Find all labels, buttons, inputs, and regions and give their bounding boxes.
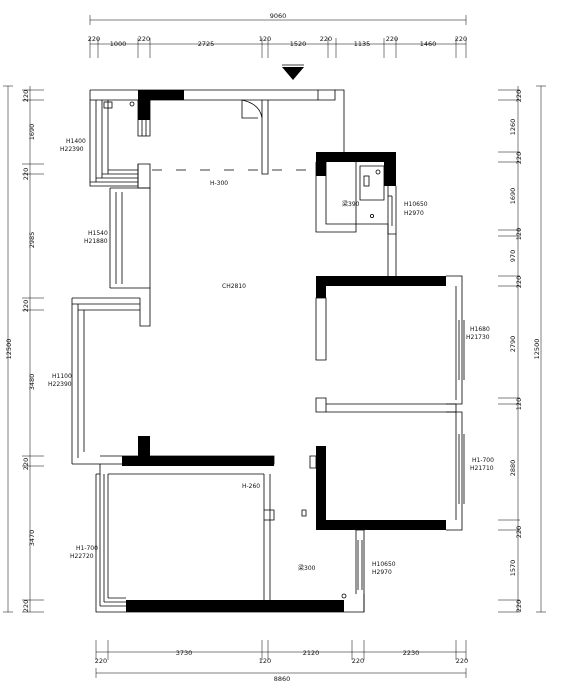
left-dim-9: 220 — [22, 600, 30, 612]
bottom-total-dimension: 8860 — [274, 675, 291, 683]
top-total-dimension: 9060 — [270, 12, 287, 20]
top-dim-9: 220 — [386, 35, 398, 43]
bottom-dim-1: 220 — [95, 657, 107, 665]
label-beam-upper: H-300 — [210, 180, 228, 187]
left-dim-8: 3470 — [28, 530, 36, 547]
left-dim-2: 1690 — [28, 124, 36, 141]
left-dim-7: 220 — [22, 458, 30, 470]
bedroom-lower-right — [301, 411, 465, 531]
label-window-mid-left-1: H1540 — [88, 230, 108, 237]
label-bath2-window-2: H2970 — [372, 569, 392, 576]
bathroom-upper — [315, 160, 397, 276]
label-bath2-window-1: H10650 — [372, 561, 396, 568]
left-dim-1: 220 — [22, 90, 30, 102]
structural-columns — [122, 90, 446, 612]
label-window-top-left-1: H1400 — [66, 138, 86, 145]
top-dim-8: 1135 — [354, 40, 371, 48]
right-dim-12: 1570 — [509, 560, 517, 577]
right-dim-1: 220 — [515, 90, 523, 102]
label-kitchen-beam: 梁390 — [342, 200, 360, 208]
bottom-dim-5: 220 — [352, 657, 364, 665]
annotations: H1400 H22390 H1540 H21880 H1100 H22390 H… — [48, 138, 494, 576]
label-bed2-window-1: H1-700 — [472, 457, 494, 464]
bathroom-lower — [341, 529, 365, 612]
left-dimension-chain: 12500 220 1690 220 2985 220 3480 220 347… — [3, 85, 44, 613]
right-dim-3: 220 — [515, 152, 523, 164]
left-total-dimension: 12500 — [5, 339, 13, 360]
right-dim-7: 220 — [515, 276, 523, 288]
left-dim-4: 2985 — [28, 232, 36, 249]
right-dim-11: 220 — [515, 526, 523, 538]
right-dim-6: 970 — [509, 250, 517, 262]
bedroom-upper-right — [315, 275, 465, 413]
bottom-dim-2: 3730 — [176, 649, 193, 657]
entry-arrow-icon — [282, 67, 304, 80]
label-beam-lower: H-260 — [242, 483, 260, 490]
top-dim-6: 1520 — [290, 40, 307, 48]
top-dim-7: 220 — [320, 35, 332, 43]
right-total-dimension: 12500 — [533, 339, 541, 360]
right-dim-4: 1690 — [509, 188, 517, 205]
label-window-top-left-2: H22390 — [60, 146, 84, 153]
label-bath-window-2: H2970 — [404, 210, 424, 217]
top-dim-10: 1460 — [420, 40, 437, 48]
right-dim-13: 220 — [515, 600, 523, 612]
top-dimension-chain: 9060 220 1000 220 2725 120 1520 220 1135… — [88, 12, 467, 58]
label-window-mid-left-2: H21880 — [84, 238, 108, 245]
top-dim-4: 2725 — [198, 40, 215, 48]
label-window-low-left-2: H22390 — [48, 381, 72, 388]
top-dim-3: 220 — [138, 35, 150, 43]
label-bed2-window-2: H21710 — [470, 465, 494, 472]
label-beam-bottom: 梁300 — [298, 564, 316, 572]
label-window-bottom-left-2: H22720 — [70, 553, 94, 560]
left-dim-3: 220 — [22, 168, 30, 180]
label-window-low-left-1: H1100 — [52, 373, 72, 380]
right-dim-2: 1260 — [509, 119, 517, 136]
top-dim-1: 220 — [88, 35, 100, 43]
label-bed1-window-1: H1680 — [470, 326, 490, 333]
bottom-dim-6: 2230 — [403, 649, 420, 657]
top-dim-5: 120 — [259, 35, 271, 43]
right-dim-8: 2790 — [509, 336, 517, 353]
label-bed1-window-2: H21730 — [466, 334, 490, 341]
kitchen-fixtures — [103, 99, 269, 175]
left-dim-5: 220 — [22, 300, 30, 312]
right-dimension-chain: 220 1260 220 1690 120 970 220 2790 120 2… — [498, 85, 546, 613]
label-ceiling-main: CH2810 — [222, 283, 246, 290]
left-dim-6: 3480 — [28, 374, 36, 391]
bottom-dim-4: 2120 — [303, 649, 320, 657]
right-dim-5: 120 — [515, 228, 523, 240]
right-dim-10: 2880 — [509, 460, 517, 477]
label-window-bottom-left-1: H1-700 — [76, 545, 98, 552]
bottom-dim-3: 120 — [259, 657, 271, 665]
right-dim-9: 120 — [515, 398, 523, 410]
label-bath-window-1: H10650 — [404, 201, 428, 208]
bottom-dim-7: 220 — [456, 657, 468, 665]
top-dim-2: 1000 — [110, 40, 127, 48]
top-dim-11: 220 — [455, 35, 467, 43]
bottom-dimension-chain: 220 3730 120 2120 220 2230 220 8860 — [95, 640, 468, 683]
